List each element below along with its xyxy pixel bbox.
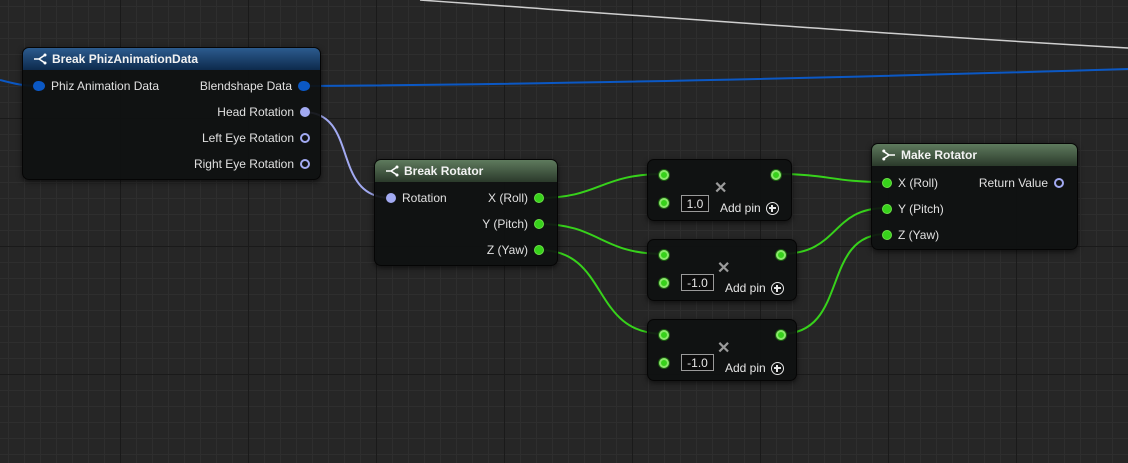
float-wire-mult2-to-y bbox=[780, 207, 887, 255]
multiplier-value-field[interactable]: -1.0 bbox=[681, 354, 714, 371]
float-input-pin-a[interactable] bbox=[659, 330, 669, 340]
pin-label: Z (Yaw) bbox=[486, 243, 528, 257]
add-pin-button[interactable]: Add pin bbox=[725, 361, 784, 375]
multiply-node-2[interactable]: ✕ -1.0 Add pin bbox=[647, 239, 797, 301]
pin-blendshape-data[interactable]: Blendshape Data bbox=[200, 77, 310, 95]
break-rotator-header[interactable]: Break Rotator bbox=[375, 160, 557, 182]
add-icon bbox=[770, 361, 784, 375]
make-struct-icon bbox=[882, 149, 895, 161]
struct-pin-icon[interactable] bbox=[33, 81, 45, 91]
pin-x-roll-in[interactable]: X (Roll) bbox=[882, 174, 938, 192]
struct-wire-blendshape bbox=[302, 68, 1128, 87]
break-phiz-title: Break PhizAnimationData bbox=[52, 52, 199, 66]
pin-label: Phiz Animation Data bbox=[51, 79, 160, 93]
pin-right-eye-rotation[interactable]: Right Eye Rotation bbox=[194, 155, 310, 173]
rotator-pin-icon[interactable] bbox=[1054, 178, 1064, 188]
pin-label: X (Roll) bbox=[898, 176, 939, 190]
float-output-pin[interactable] bbox=[771, 170, 781, 180]
float-pin-icon[interactable] bbox=[882, 204, 892, 214]
pin-label: Left Eye Rotation bbox=[201, 131, 294, 145]
add-pin-button[interactable]: Add pin bbox=[725, 281, 784, 295]
float-input-pin-a[interactable] bbox=[659, 250, 669, 260]
make-rotator-header[interactable]: Make Rotator bbox=[872, 144, 1077, 166]
break-struct-icon bbox=[386, 165, 399, 177]
pin-label: Head Rotation bbox=[217, 105, 294, 119]
float-wire-mult3-to-z bbox=[780, 233, 887, 335]
multiply-icon: ✕ bbox=[717, 340, 731, 357]
pin-label: Right Eye Rotation bbox=[193, 157, 294, 171]
pin-head-rotation[interactable]: Head Rotation bbox=[217, 103, 310, 121]
float-input-pin-a[interactable] bbox=[659, 170, 669, 180]
float-pin-icon[interactable] bbox=[534, 193, 544, 203]
break-phiz-header[interactable]: Break PhizAnimationData bbox=[23, 48, 320, 70]
rotator-pin-icon[interactable] bbox=[300, 159, 310, 169]
break-struct-icon bbox=[34, 53, 47, 65]
rotator-pin-icon[interactable] bbox=[300, 133, 310, 143]
float-pin-icon[interactable] bbox=[882, 178, 892, 188]
break-phiz-node[interactable]: Break PhizAnimationData Phiz Animation D… bbox=[22, 47, 321, 180]
multiplier-value-field[interactable]: -1.0 bbox=[681, 274, 714, 291]
float-output-pin[interactable] bbox=[776, 250, 786, 260]
pin-label: Y (Pitch) bbox=[898, 202, 944, 216]
pin-z-yaw-in[interactable]: Z (Yaw) bbox=[882, 226, 939, 244]
float-wire-mult1-to-x bbox=[775, 173, 887, 183]
multiplier-value-field[interactable]: 1.0 bbox=[681, 195, 709, 212]
pin-left-eye-rotation[interactable]: Left Eye Rotation bbox=[202, 129, 310, 147]
pin-label: Rotation bbox=[402, 191, 447, 205]
add-pin-label: Add pin bbox=[725, 281, 766, 295]
add-pin-button[interactable]: Add pin bbox=[720, 201, 779, 215]
float-input-pin-b[interactable] bbox=[659, 198, 669, 208]
break-rotator-title: Break Rotator bbox=[404, 164, 484, 178]
float-pin-icon[interactable] bbox=[882, 230, 892, 240]
pin-z-yaw-out[interactable]: Z (Yaw) bbox=[487, 241, 544, 259]
pin-label: Return Value bbox=[978, 176, 1048, 190]
multiply-node-1[interactable]: ✕ 1.0 Add pin bbox=[647, 159, 792, 221]
exec-wire bbox=[419, 0, 1128, 49]
multiply-icon: ✕ bbox=[714, 180, 728, 197]
multiply-node-3[interactable]: ✕ -1.0 Add pin bbox=[647, 319, 797, 381]
pin-label: Y (Pitch) bbox=[482, 217, 528, 231]
pin-y-pitch-out[interactable]: Y (Pitch) bbox=[482, 215, 544, 233]
multiply-icon: ✕ bbox=[717, 260, 731, 277]
break-rotator-node[interactable]: Break Rotator Rotation X (Roll) Y (Pitch… bbox=[374, 159, 558, 266]
float-input-pin-b[interactable] bbox=[659, 278, 669, 288]
float-input-pin-b[interactable] bbox=[659, 358, 669, 368]
add-icon bbox=[770, 281, 784, 295]
pin-rotation[interactable]: Rotation bbox=[386, 189, 447, 207]
add-pin-label: Add pin bbox=[725, 361, 766, 375]
struct-pin-icon[interactable] bbox=[298, 81, 310, 91]
float-wire-z-to-mult3 bbox=[538, 249, 665, 335]
rotator-pin-icon[interactable] bbox=[300, 107, 310, 117]
make-rotator-node[interactable]: Make Rotator X (Roll) Y (Pitch) Z (Yaw) … bbox=[871, 143, 1078, 250]
pin-phiz-animation-data[interactable]: Phiz Animation Data bbox=[33, 77, 159, 95]
rotator-pin-icon[interactable] bbox=[386, 193, 396, 203]
add-pin-label: Add pin bbox=[720, 201, 761, 215]
pin-x-roll-out[interactable]: X (Roll) bbox=[488, 189, 544, 207]
pin-label: X (Roll) bbox=[487, 191, 528, 205]
pin-label: Blendshape Data bbox=[199, 79, 292, 93]
pin-y-pitch-in[interactable]: Y (Pitch) bbox=[882, 200, 944, 218]
float-pin-icon[interactable] bbox=[534, 245, 544, 255]
float-pin-icon[interactable] bbox=[534, 219, 544, 229]
make-rotator-title: Make Rotator bbox=[901, 148, 978, 162]
pin-return-value[interactable]: Return Value bbox=[979, 174, 1064, 192]
add-icon bbox=[765, 201, 779, 215]
float-output-pin[interactable] bbox=[776, 330, 786, 340]
pin-label: Z (Yaw) bbox=[898, 228, 940, 242]
